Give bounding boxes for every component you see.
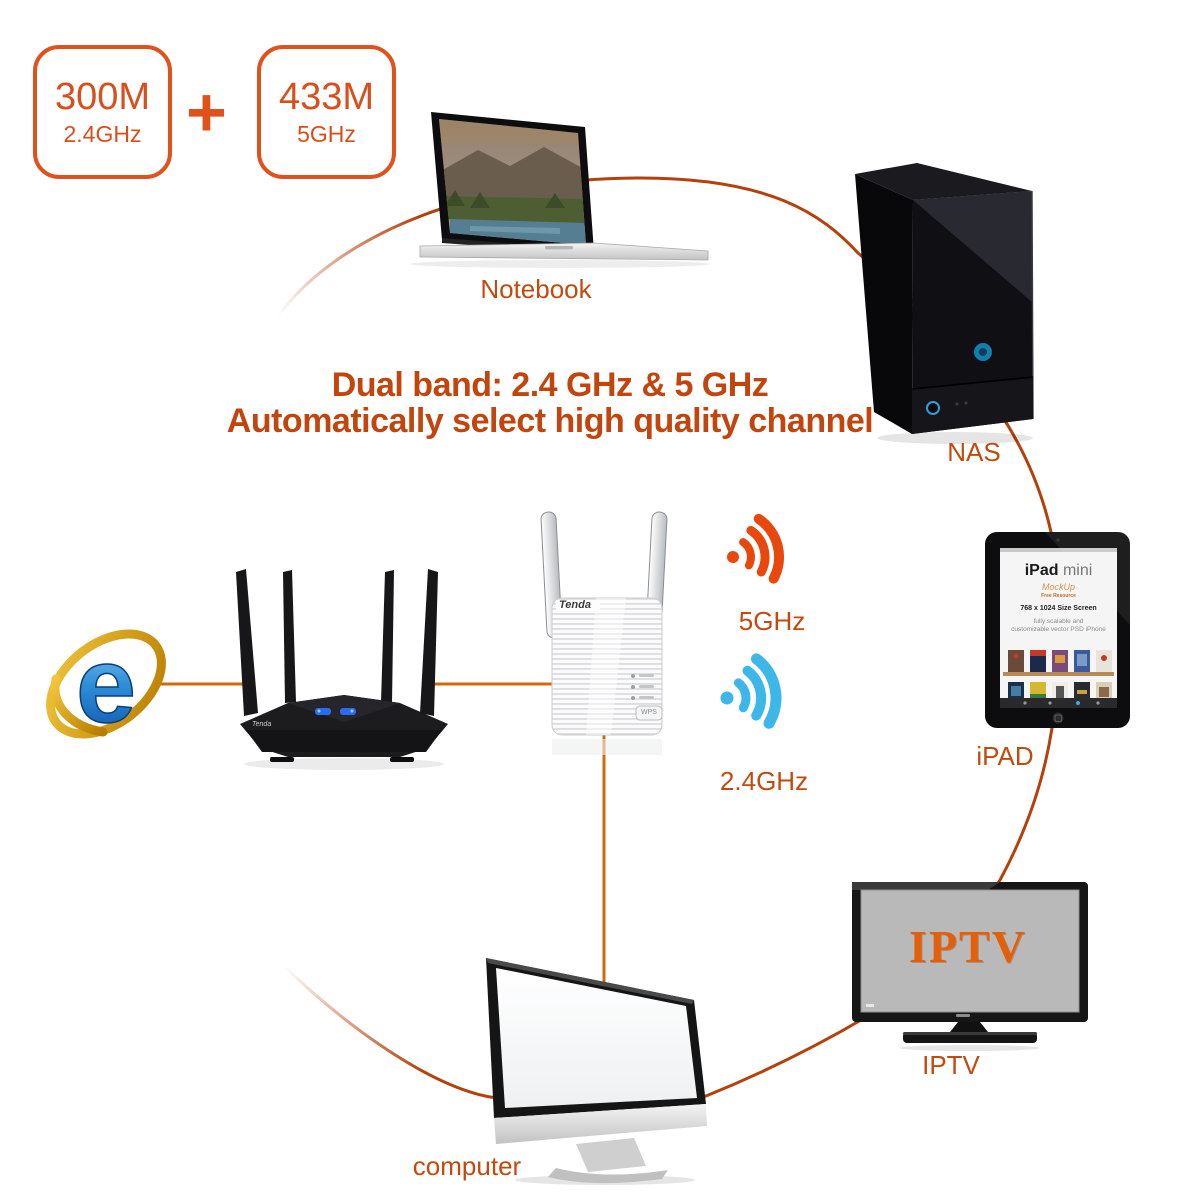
headline-line1: Dual band: 2.4 GHz & 5 GHz (331, 366, 769, 404)
ipad-screen-content: iPad mini MockUp Free Resource 768 x 102… (1000, 562, 1117, 635)
notebook-label: Notebook (480, 274, 592, 304)
ipad-screen-title: iPad mini (1024, 562, 1093, 579)
computer-label: computer (412, 1151, 522, 1181)
router-antennas (236, 569, 438, 716)
extender-wps-label: WPS (641, 709, 657, 716)
tv-stand-neck (950, 1022, 988, 1032)
notebook-image (410, 112, 710, 268)
nas-power-button (926, 401, 940, 415)
plus-sign: + (186, 73, 227, 151)
nas-label: NAS (947, 437, 1001, 467)
internet-explorer-icon: e (46, 623, 166, 746)
wifi-router (236, 569, 448, 770)
computer-stand-neck (576, 1138, 646, 1172)
ipad-screen-credit: Free Resource (1041, 593, 1076, 599)
ipad-label: iPAD (976, 741, 1034, 771)
wifi-signal-24ghz-icon (720, 653, 782, 729)
wifi-extender (540, 511, 668, 755)
badge-speed-text: 433M (278, 76, 375, 118)
iptv-screen-text: IPTV (909, 921, 1027, 972)
extender-wps-button (635, 705, 663, 721)
computer-stand-foot (548, 1168, 668, 1184)
nas-device (855, 163, 1034, 444)
ipad-screen-subtitle: MockUp (1041, 582, 1075, 592)
badge-band-text: 2.4GHz (63, 121, 142, 147)
extender-brand-logo: Tenda (559, 599, 591, 611)
iptv-label: IPTV (922, 1050, 980, 1080)
wifi-24ghz-label: 2.4GHz (719, 766, 809, 796)
ipad-screen-desc2: customizable vector PSD iPhone (1011, 626, 1106, 634)
ipad-toolbar-icons (1023, 701, 1100, 705)
ipad-bookshelf-top (1003, 650, 1114, 676)
extender-led-indicators (631, 674, 654, 700)
badge-speed-text: 300M (54, 76, 151, 118)
headline-line2: Automatically select high quality channe… (226, 402, 874, 440)
iptv-tv (852, 882, 1088, 1051)
router-led-indicators (315, 708, 356, 715)
router-brand-logo: Tenda (252, 721, 272, 728)
ipad-screen-size: 768 x 1024 Size Screen (1020, 605, 1097, 612)
ipad-screen-desc1: fully scalable and (1033, 618, 1084, 625)
arc-fade-bottom-left (282, 964, 492, 1099)
desktop-computer (486, 958, 707, 1185)
wifi-signal-5ghz-icon (727, 513, 785, 584)
speed-badge-5ghz: 433M 5GHz (257, 45, 396, 179)
ipad-device (985, 532, 1130, 728)
badge-band-text: 5GHz (297, 121, 356, 147)
speed-badge-24ghz: 300M 2.4GHz (33, 45, 172, 179)
wifi-5ghz-label: 5GHz (738, 606, 806, 636)
